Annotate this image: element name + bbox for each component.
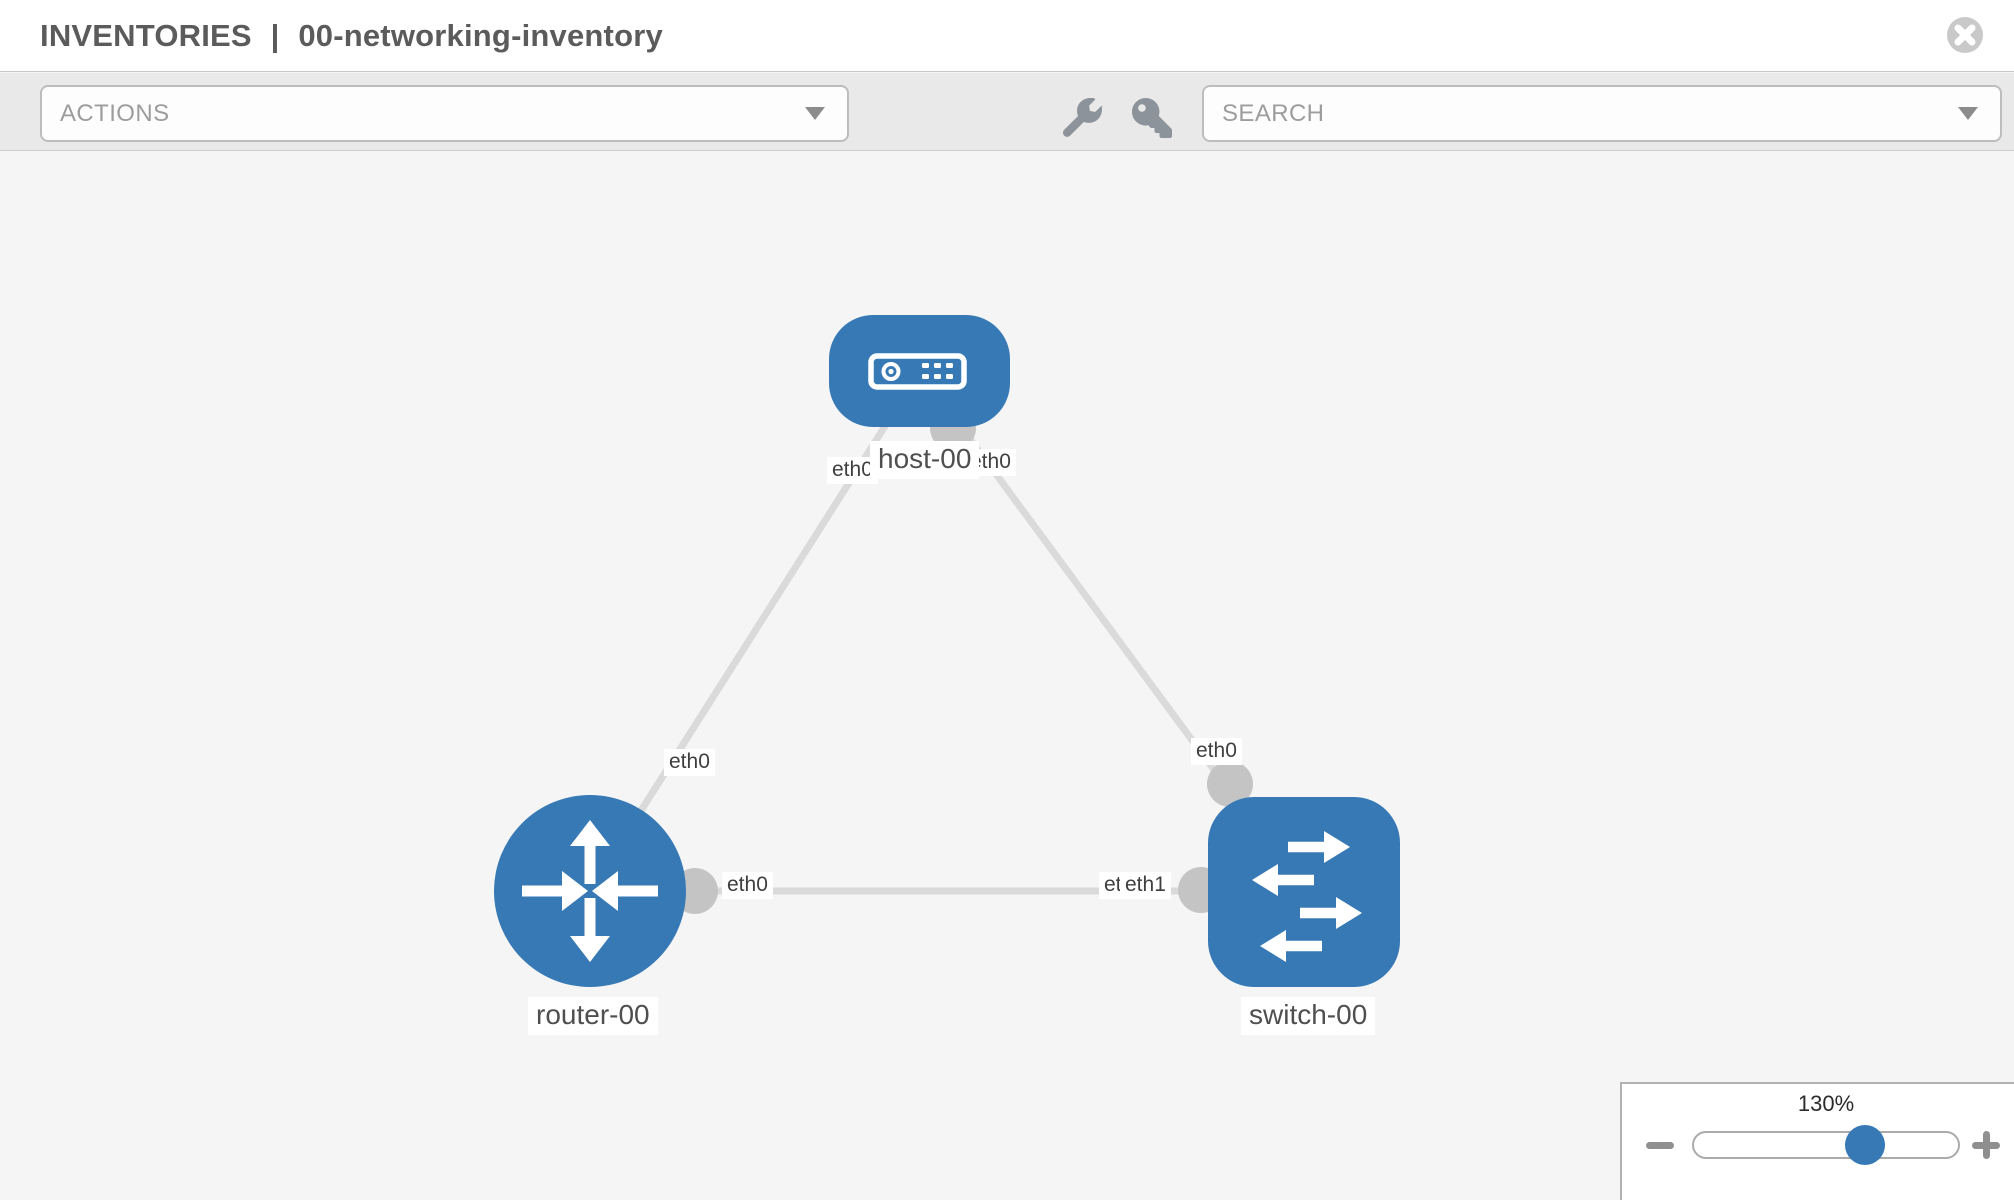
- zoom-panel: 130%: [1620, 1082, 2014, 1200]
- node-label-host: host-00: [870, 441, 980, 479]
- node-label-switch: switch-00: [1241, 997, 1376, 1035]
- interface-label: eth0: [722, 872, 773, 899]
- node-host-00[interactable]: [829, 315, 1010, 427]
- minus-icon: [1646, 1141, 1674, 1149]
- key-icon: [1132, 97, 1172, 138]
- chevron-down-icon: [805, 107, 825, 120]
- zoom-slider-handle[interactable]: [1845, 1125, 1885, 1165]
- switch-icon: [1252, 831, 1362, 962]
- breadcrumb-inventories[interactable]: INVENTORIES: [40, 17, 252, 53]
- server-icon: [868, 353, 967, 390]
- inventory-name: 00-networking-inventory: [298, 17, 663, 53]
- actions-dropdown-label: ACTIONS: [60, 99, 170, 127]
- zoom-in-button[interactable]: [1972, 1131, 2000, 1159]
- page-title: INVENTORIES | 00-networking-inventory: [40, 18, 663, 54]
- actions-dropdown[interactable]: ACTIONS: [40, 85, 849, 142]
- interface-label: eth1: [1120, 872, 1171, 899]
- wrench-button[interactable]: [1061, 97, 1105, 141]
- interface-label: eth0: [1191, 738, 1242, 765]
- node-router-00[interactable]: [494, 795, 686, 987]
- title-separator: |: [270, 17, 280, 53]
- close-icon: [1947, 17, 1983, 53]
- zoom-slider-track[interactable]: [1692, 1131, 1960, 1159]
- search-dropdown-label: SEARCH: [1222, 99, 1325, 127]
- router-icon: [522, 820, 658, 962]
- interface-label: eth0: [827, 457, 878, 484]
- wrench-icon: [1063, 97, 1103, 137]
- chevron-down-icon: [1958, 107, 1978, 120]
- node-switch-00[interactable]: [1208, 797, 1400, 987]
- interface-connector-switch-top[interactable]: [1207, 761, 1253, 807]
- plus-icon: [1982, 1131, 1990, 1159]
- zoom-out-button[interactable]: [1646, 1131, 1674, 1159]
- interface-label: eth0: [664, 749, 715, 776]
- node-label-router: router-00: [528, 997, 658, 1035]
- topology-canvas[interactable]: eth0 eth0 eth0 eth0 eth0 eth0 eth1 host-…: [0, 152, 2014, 1200]
- zoom-value: 130%: [1797, 1091, 1855, 1116]
- page-header: INVENTORIES | 00-networking-inventory: [0, 0, 2014, 72]
- close-button[interactable]: [1946, 16, 1984, 54]
- toolbar: ACTIONS SEARCH: [0, 73, 2014, 151]
- key-button[interactable]: [1130, 97, 1174, 141]
- search-dropdown[interactable]: SEARCH: [1202, 85, 2002, 142]
